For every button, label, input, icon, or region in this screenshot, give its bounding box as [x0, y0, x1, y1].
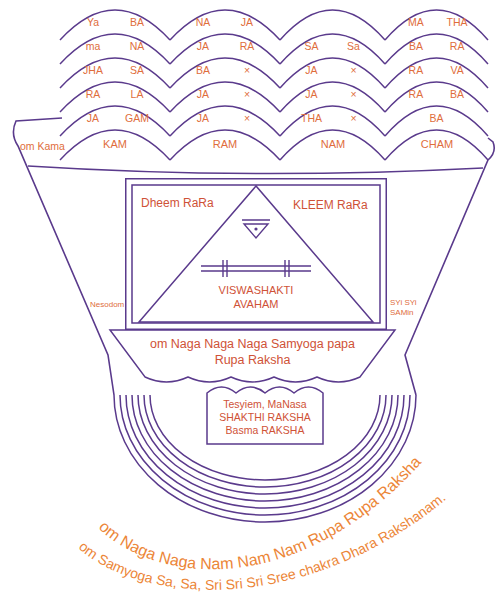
- bija-syllable: RAM: [213, 138, 237, 151]
- bowl-arc: [120, 395, 410, 515]
- syllable: LA: [131, 88, 144, 100]
- syllable: RA: [409, 88, 424, 100]
- bija-syllable: CHAM: [421, 138, 453, 151]
- syllable: ×: [350, 88, 356, 100]
- node-text: KLEEM RaRa: [293, 198, 368, 213]
- syllable: ×: [244, 112, 250, 124]
- syllable: RA: [409, 64, 424, 76]
- syllable: SA: [130, 64, 144, 76]
- vessel-right-side: [405, 138, 494, 395]
- side-note: SYi SYi SAMin: [390, 298, 422, 317]
- syllable: BA: [409, 40, 423, 52]
- syllable: Ya: [87, 16, 99, 28]
- inverted-trapezoid: om Naga Naga Naga Samyoga papa Rupa Raks…: [110, 330, 395, 383]
- syllable: JA: [197, 88, 209, 100]
- syllable: ma: [86, 40, 101, 52]
- vessel-left-side: [13, 118, 114, 395]
- syllable: JA: [241, 16, 253, 28]
- node-text: om Naga Naga Naga Samyoga papa Rupa Raks…: [150, 337, 355, 368]
- syllable: SA: [304, 40, 318, 52]
- syllable: RA: [86, 88, 101, 100]
- curved-mantra: om Samyoga Sa, Sa, Sri Sri Sri Sree chak…: [76, 489, 448, 593]
- bowl-arc: [126, 395, 404, 508]
- syllable: RA: [240, 40, 255, 52]
- syllable: JA: [197, 40, 209, 52]
- bowl-arc: [114, 395, 416, 522]
- bija-syllable: KAM: [103, 138, 127, 151]
- syllable: JA: [305, 88, 317, 100]
- syllable: BA: [450, 88, 464, 100]
- syllable: NA: [130, 40, 145, 52]
- scallop-arch: [60, 130, 488, 160]
- syllable: BA: [196, 64, 210, 76]
- syllable: ×: [244, 88, 250, 100]
- double-frame-box: Dheem RaRa KLEEM RaRaVISWASHAKTI AVAHAM: [125, 178, 387, 330]
- syllable: JA: [197, 112, 209, 124]
- syllable: ×: [244, 64, 250, 76]
- node-text: VISWASHAKTI AVAHAM: [201, 284, 311, 312]
- mantra-text: om Kama: [20, 140, 65, 153]
- syllable: ×: [350, 64, 356, 76]
- vessel-rim: [28, 166, 483, 174]
- scalloped-box: Tesyiem, MaNasa SHAKTHI RAKSHABasma RAKS…: [207, 387, 323, 444]
- syllable: JHA: [83, 64, 103, 76]
- syllable: VA: [450, 64, 463, 76]
- syllable: JA: [87, 112, 99, 124]
- syllable: NA: [196, 16, 211, 28]
- syllable: Sa: [347, 40, 360, 52]
- curved-mantra: om Naga Naga Nam Nam Nam Rupa Rupa Raksh…: [96, 453, 424, 572]
- bija-syllable: NAM: [321, 138, 345, 151]
- syllable: RA: [450, 40, 465, 52]
- syllable: BA: [130, 16, 144, 28]
- syllable: ×: [350, 112, 356, 124]
- triangle: VISWASHAKTI AVAHAM: [139, 186, 373, 322]
- syllable: BA: [429, 112, 443, 124]
- node-text: Tesyiem, MaNasa SHAKTHI RAKSHA: [213, 398, 317, 424]
- syllable: THA: [447, 16, 468, 28]
- node-text: Dheem RaRa: [141, 196, 214, 211]
- syllable: THA: [301, 112, 322, 124]
- syllable: GAM: [125, 112, 149, 124]
- node-text: Basma RAKSHA: [213, 424, 317, 437]
- syllable: JA: [305, 64, 317, 76]
- side-note: Nesodom: [90, 300, 124, 310]
- syllable: MA: [408, 16, 424, 28]
